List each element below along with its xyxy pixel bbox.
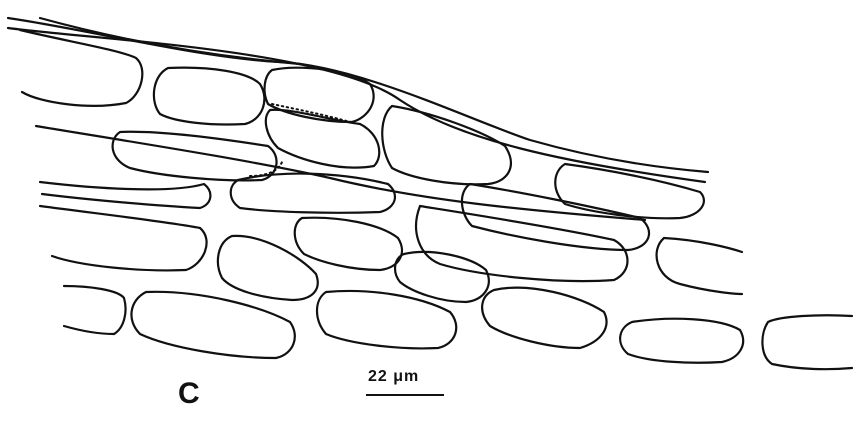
outer-boundary-line	[36, 126, 645, 220]
cell-outline	[382, 106, 511, 184]
cell-outline	[113, 132, 277, 181]
cell-outline	[64, 286, 126, 334]
cell-outline	[482, 288, 606, 348]
cell-outline	[416, 206, 627, 281]
scale-bar	[366, 394, 444, 396]
cell-outline	[40, 182, 210, 208]
cell-outline	[317, 291, 456, 348]
cell-outline	[154, 68, 264, 125]
cell-outline	[20, 30, 142, 106]
cell-outline	[762, 315, 852, 369]
cell-outline	[218, 236, 318, 300]
cell-outline	[620, 319, 743, 363]
cell-outline	[131, 292, 294, 358]
scale-bar-label: 22 μm	[368, 368, 419, 386]
cell-outline	[295, 218, 402, 270]
cell-outline	[40, 206, 207, 270]
cell-outline	[664, 238, 742, 252]
cell-outline	[555, 164, 704, 218]
cell-outline	[657, 238, 742, 294]
panel-label: C	[178, 377, 200, 411]
cell-outline	[395, 252, 489, 302]
